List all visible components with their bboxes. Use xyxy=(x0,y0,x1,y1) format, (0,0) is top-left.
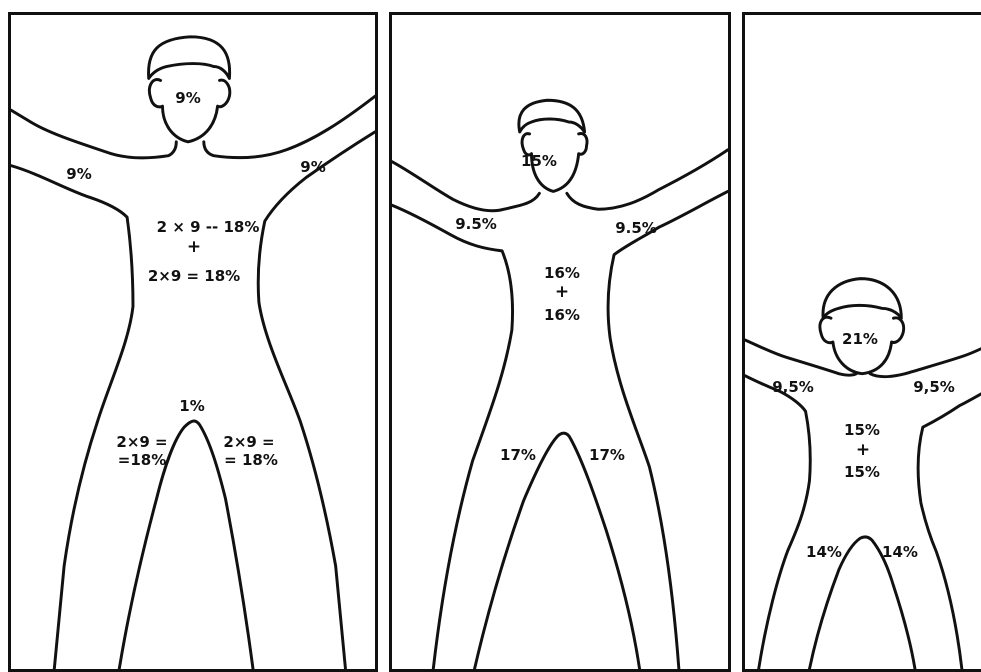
child-left-arm-percent: 9.5% xyxy=(455,215,497,233)
adult-left-arm-percent: 9% xyxy=(66,165,91,183)
infant-left-leg-percent: 14% xyxy=(806,543,842,561)
infant-trunk-plus-sign: + xyxy=(856,441,870,459)
adult-trunk-back-percent: 2×9 = 18% xyxy=(148,267,240,285)
child-right-leg-percent: 17% xyxy=(589,446,625,464)
infant-right-arm-percent: 9,5% xyxy=(913,378,955,396)
adult-body-outline xyxy=(11,15,375,669)
adult-trunk-plus-sign: + xyxy=(187,238,201,256)
child-trunk-front-percent: 16% xyxy=(544,264,580,282)
child-trunk-back-percent: 16% xyxy=(544,306,580,324)
infant-trunk-front-percent: 15% xyxy=(844,421,880,439)
child-left-leg-percent: 17% xyxy=(500,446,536,464)
adult-trunk-front-percent: 2 × 9 -- 18% xyxy=(157,218,260,236)
child-right-arm-percent: 9.5% xyxy=(615,219,657,237)
adult-perineum-percent: 1% xyxy=(179,397,204,415)
infant-right-leg-percent: 14% xyxy=(882,543,918,561)
adult-body-panel: 9% 9% 9% 2 × 9 -- 18% + 2×9 = 18% 1% 2×9… xyxy=(8,12,378,672)
adult-head-percent: 9% xyxy=(175,89,200,107)
infant-head-percent: 21% xyxy=(842,330,878,348)
child-body-panel: 15% 9.5% 9.5% 16% + 16% 17% 17% xyxy=(389,12,731,672)
infant-left-arm-percent: 9,5% xyxy=(772,378,814,396)
adult-right-leg-percent-line1: 2×9 = xyxy=(223,433,274,451)
adult-right-leg-percent-line2: = 18% xyxy=(224,451,278,469)
infant-body-panel: 21% 9,5% 9,5% 15% + 15% 14% 14% xyxy=(742,12,981,672)
adult-left-leg-percent-line1: 2×9 = xyxy=(116,433,167,451)
child-head-percent: 15% xyxy=(521,152,557,170)
child-trunk-plus-sign: + xyxy=(555,283,569,301)
adult-right-arm-percent: 9% xyxy=(300,158,325,176)
infant-trunk-back-percent: 15% xyxy=(844,463,880,481)
child-body-outline xyxy=(392,15,728,669)
adult-left-leg-percent-line2: =18% xyxy=(118,451,166,469)
